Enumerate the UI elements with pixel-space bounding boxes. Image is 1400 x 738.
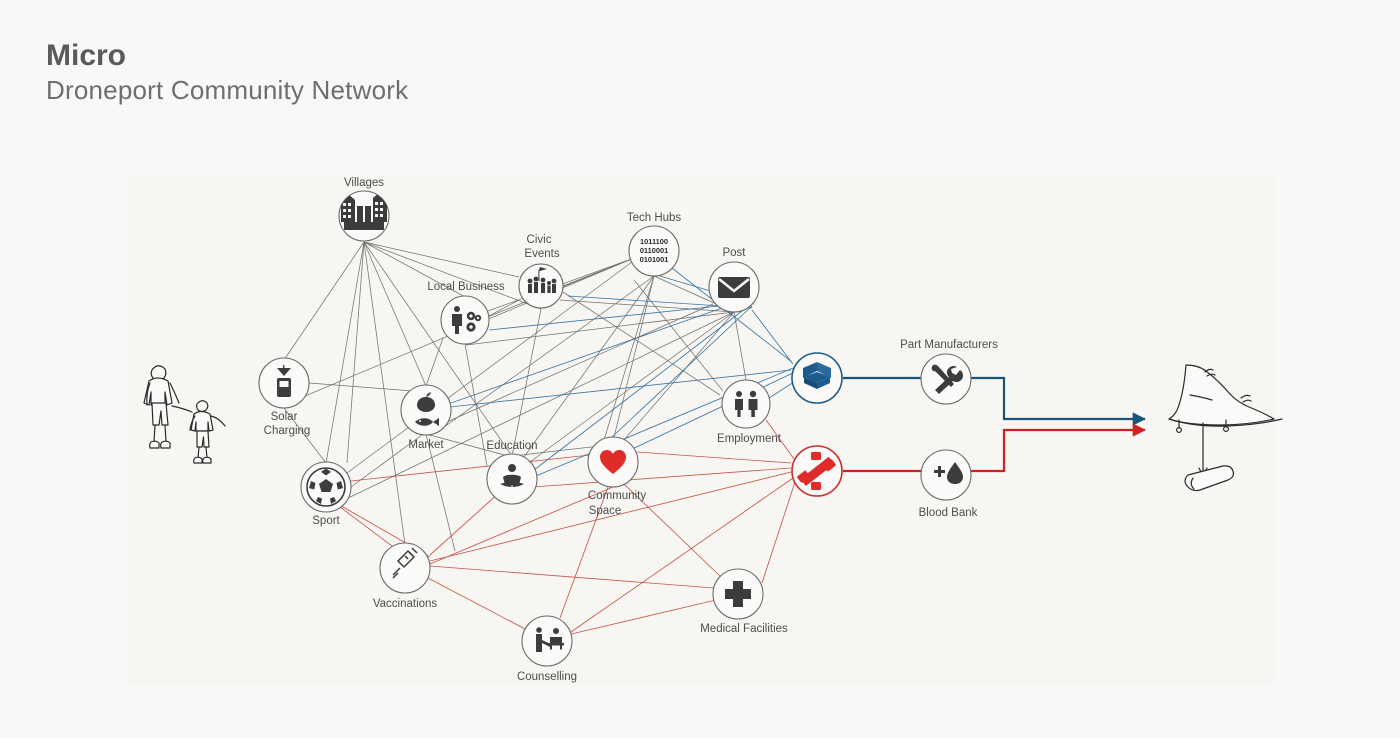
node-label-civic-events-line2: Events — [524, 248, 559, 260]
solar-phone-icon — [277, 365, 291, 397]
counselling-icon — [536, 627, 564, 652]
node-label-market: Market — [408, 439, 444, 451]
node-label-civic-events-line1: Civic — [527, 234, 552, 246]
node-blood-bank[interactable]: Blood Bank — [919, 449, 978, 519]
blood-drop-cross-icon — [934, 462, 963, 484]
apple-fish-icon — [415, 392, 439, 426]
node-blue-hub[interactable] — [791, 352, 843, 404]
node-label-medical-facilities: Medical Facilities — [700, 623, 788, 635]
node-employment[interactable]: Employment — [717, 379, 782, 445]
red-medical-star-icon — [797, 452, 836, 490]
node-education[interactable]: Education — [486, 440, 538, 505]
svg-text:0101001: 0101001 — [640, 255, 669, 264]
node-tech-hubs[interactable]: 1011100 0110001 0101001 Tech Hubs — [627, 212, 682, 277]
node-label-vaccinations: Vaccinations — [373, 598, 438, 610]
binary-code-icon: 1011100 0110001 0101001 — [640, 237, 669, 264]
node-medical-facilities[interactable]: Medical Facilities — [700, 568, 788, 635]
node-label-community-space-line1: Community — [588, 490, 646, 502]
syringe-icon — [392, 547, 418, 579]
node-label-solar-charging-line2: Charging — [264, 425, 311, 437]
node-label-villages: Villages — [344, 177, 384, 189]
node-counselling[interactable]: Counselling — [517, 615, 577, 683]
node-sport[interactable]: Sport — [300, 461, 352, 527]
node-label-employment: Employment — [717, 433, 782, 445]
node-label-sport: Sport — [312, 515, 340, 527]
svg-text:0110001: 0110001 — [640, 246, 668, 255]
trunk-blue-path — [843, 376, 1146, 426]
node-market[interactable]: Market — [400, 384, 452, 451]
blue-cube-hub-icon — [803, 362, 831, 389]
crowd-flag-icon — [527, 267, 557, 293]
heart-icon — [600, 450, 626, 474]
reading-person-icon — [500, 464, 524, 490]
cargo-drone-illustration — [1168, 364, 1283, 492]
node-local-business[interactable]: Local Business — [427, 281, 505, 345]
business-person-gears-icon — [452, 306, 482, 334]
page-subtitle: Droneport Community Network — [46, 74, 409, 105]
node-vaccinations[interactable]: Vaccinations — [373, 542, 438, 610]
node-label-solar-charging-line1: Solar — [271, 411, 298, 423]
medical-cross-icon — [725, 581, 751, 607]
node-label-local-business: Local Business — [427, 281, 505, 293]
node-red-hub[interactable] — [791, 445, 843, 497]
node-post[interactable]: Post — [708, 247, 760, 313]
edge-group-gray — [283, 241, 747, 552]
svg-text:1011100: 1011100 — [640, 237, 668, 246]
node-community-space[interactable]: Community Space — [587, 436, 646, 517]
title-block: Micro Droneport Community Network — [46, 40, 408, 104]
node-civic-events[interactable]: Civic Events — [518, 234, 564, 309]
node-solar-charging[interactable]: Solar Charging — [258, 357, 311, 437]
node-label-education: Education — [486, 440, 537, 452]
node-label-counselling: Counselling — [517, 671, 577, 683]
football-icon — [306, 467, 346, 507]
adult-and-child-illustration — [143, 365, 226, 464]
node-label-tech-hubs: Tech Hubs — [627, 212, 682, 224]
two-people-icon — [734, 390, 758, 417]
node-part-manufacturers[interactable]: Part Manufacturers — [900, 339, 998, 405]
node-label-part-manufacturers: Part Manufacturers — [900, 339, 998, 351]
envelope-icon — [718, 277, 750, 298]
node-label-blood-bank: Blood Bank — [919, 507, 978, 519]
node-label-community-space-line2: Space — [589, 505, 622, 517]
node-villages[interactable]: Villages — [338, 177, 390, 242]
tools-icon — [931, 364, 964, 394]
node-label-post: Post — [722, 247, 746, 259]
trunk-red-path — [843, 423, 1146, 473]
page-title: Micro — [46, 39, 127, 72]
